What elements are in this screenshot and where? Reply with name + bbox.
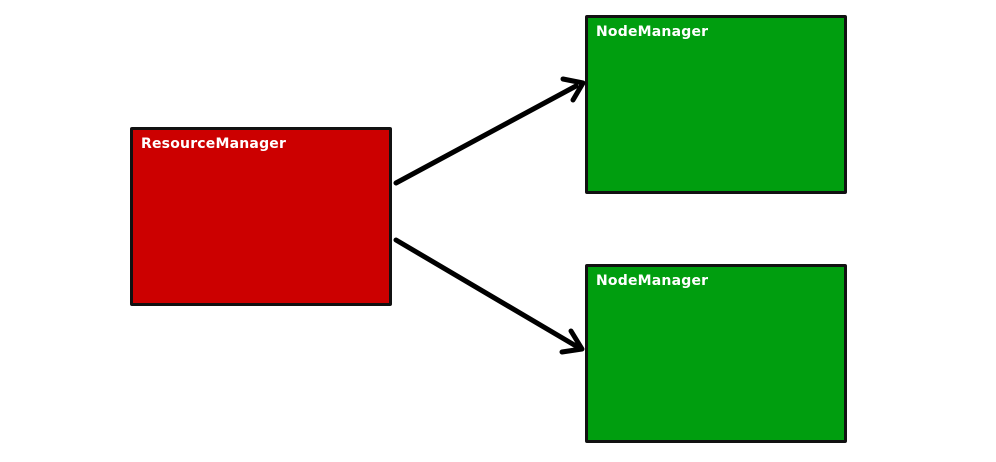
resource-manager-box: ResourceManager bbox=[130, 127, 392, 306]
arrow-to-top-node-manager bbox=[393, 76, 586, 186]
arrow-head-top bbox=[560, 76, 586, 103]
arrow-to-bottom-node-manager bbox=[393, 237, 585, 355]
node-manager-top-box: NodeManager bbox=[585, 15, 847, 194]
node-manager-bottom-box: NodeManager bbox=[585, 264, 847, 443]
resource-manager-label: ResourceManager bbox=[141, 136, 287, 152]
node-manager-bottom-label: NodeManager bbox=[596, 273, 709, 289]
arrow-line-bottom bbox=[393, 237, 579, 349]
arrow-head-bottom bbox=[559, 328, 585, 355]
arrow-line-top bbox=[393, 83, 579, 186]
node-manager-top-label: NodeManager bbox=[596, 24, 709, 40]
